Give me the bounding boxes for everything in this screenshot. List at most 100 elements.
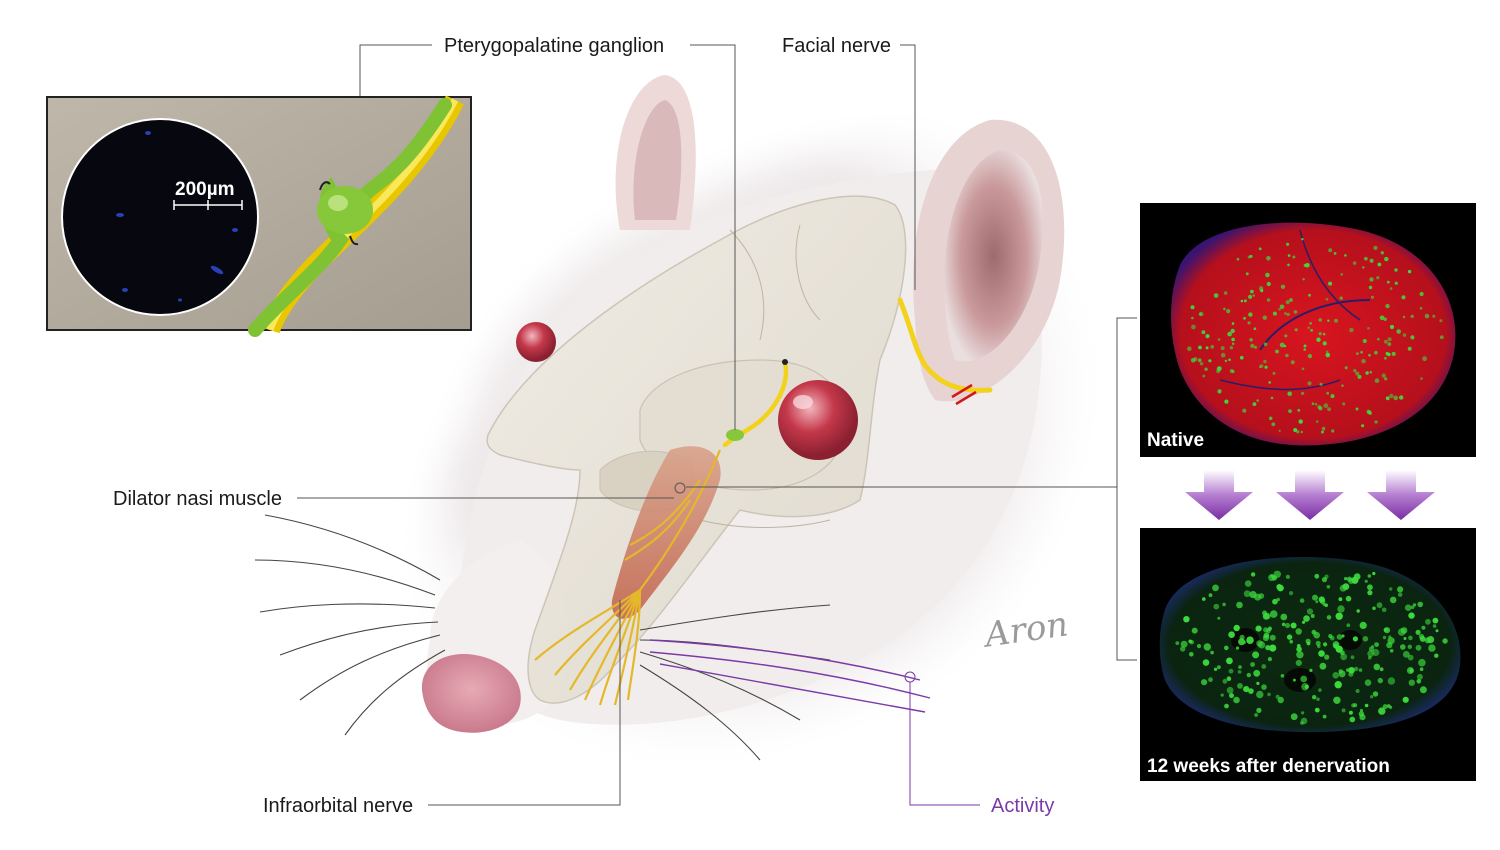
fluorescent-speck <box>1321 426 1326 431</box>
fluorescent-speck <box>1267 657 1272 662</box>
fluorescent-speck <box>1335 645 1343 653</box>
fluorescent-speck <box>1344 254 1347 257</box>
fluorescent-speck <box>1408 635 1413 641</box>
fluorescent-speck <box>1319 382 1323 386</box>
fluorescent-speck <box>1328 281 1333 286</box>
fluorescent-speck <box>1301 620 1306 624</box>
fluorescent-speck <box>1358 668 1363 672</box>
fluorescent-speck <box>1224 359 1228 363</box>
fluorescent-speck <box>1238 665 1242 669</box>
fluorescent-speck <box>1399 395 1404 400</box>
fluorescent-speck <box>1286 242 1290 246</box>
fluorescent-speck <box>1249 338 1253 342</box>
fluorescent-speck <box>1374 642 1379 647</box>
fluorescent-speck <box>1233 624 1240 632</box>
fluorescent-speck <box>1227 331 1232 337</box>
pterygopalatine-ganglion <box>726 429 744 441</box>
fluorescent-speck <box>1384 377 1388 381</box>
fluorescent-speck <box>1394 281 1398 285</box>
fluorescent-speck <box>1183 616 1190 623</box>
fluorescent-speck <box>1303 344 1307 348</box>
fluorescent-speck <box>1191 316 1194 320</box>
fluorescent-speck <box>1326 391 1330 395</box>
fluorescent-speck <box>1288 409 1292 413</box>
fluorescent-speck <box>1331 429 1335 433</box>
fluorescent-speck <box>1367 327 1370 330</box>
fluorescent-speck <box>1332 672 1339 679</box>
fluorescent-speck <box>1256 681 1260 686</box>
fluorescent-speck <box>1362 266 1365 269</box>
fluorescent-speck <box>1318 688 1322 692</box>
fluorescent-speck <box>1287 254 1291 257</box>
fluorescent-speck <box>1355 371 1360 376</box>
fluorescent-speck <box>1353 368 1357 373</box>
fluorescent-speck <box>1284 334 1288 338</box>
fluorescent-speck <box>1341 708 1346 713</box>
fluorescent-speck <box>1228 631 1235 638</box>
fluorescent-speck <box>1381 373 1386 378</box>
fluorescent-speck <box>1410 335 1415 340</box>
fluorescent-speck <box>1322 714 1327 719</box>
ganglion-tip <box>782 359 788 365</box>
fluorescent-speck <box>1307 354 1312 359</box>
fluorescent-speck <box>1383 356 1387 360</box>
fluorescent-speck <box>1383 627 1388 632</box>
fluorescent-speck <box>1216 369 1221 374</box>
fluorescent-speck <box>1252 402 1257 406</box>
fluorescent-speck <box>1300 430 1304 434</box>
fluorescent-speck <box>1324 654 1330 660</box>
fluorescent-speck <box>1189 640 1195 645</box>
fluorescent-speck <box>1403 637 1407 640</box>
fluorescent-speck <box>1377 262 1382 267</box>
fluorescent-speck <box>1256 707 1262 714</box>
fluorescent-speck <box>1367 590 1373 596</box>
fluorescent-speck <box>1359 714 1366 721</box>
fluorescent-speck <box>1301 391 1305 395</box>
fluorescent-speck <box>1378 707 1386 715</box>
fluorescent-speck <box>1335 612 1343 620</box>
fluorescent-speck <box>1342 402 1346 406</box>
fluorescent-speck <box>1391 351 1396 356</box>
fluorescent-speck <box>1259 364 1264 368</box>
fluorescent-speck <box>1352 261 1357 265</box>
fluorescent-speck <box>1256 399 1259 402</box>
fluorescent-speck <box>1355 407 1359 411</box>
fluorescent-speck <box>1345 668 1350 672</box>
fluorescent-speck <box>1371 295 1374 299</box>
fluorescent-speck <box>1338 597 1343 602</box>
fluorescent-speck <box>1265 645 1271 651</box>
infraorbital-nerve <box>534 449 722 706</box>
fluorescent-speck <box>1293 428 1298 432</box>
fluorescent-speck <box>1220 352 1226 358</box>
fluorescent-speck <box>1357 374 1362 379</box>
fluorescent-speck <box>1383 317 1387 321</box>
fluorescent-speck <box>1267 692 1271 697</box>
fluorescent-speck <box>1374 378 1380 384</box>
fluorescent-speck <box>1356 352 1359 355</box>
fluorescent-speck <box>1385 396 1390 401</box>
fluorescent-speck <box>1314 573 1320 579</box>
fluorescent-speck <box>1389 324 1395 330</box>
fluorescent-speck <box>1224 399 1229 404</box>
fluorescent-speck <box>1312 695 1317 700</box>
fluorescent-speck <box>1256 690 1264 699</box>
fluorescent-speck <box>1243 590 1251 598</box>
fluorescent-speck <box>1316 697 1320 701</box>
fluorescent-speck <box>1374 350 1378 355</box>
fluorescent-speck <box>1296 646 1302 652</box>
fluorescent-speck <box>1350 655 1355 660</box>
fluorescent-speck <box>1220 693 1224 697</box>
fluorescent-speck <box>1349 716 1356 723</box>
fluorescent-speck <box>1236 601 1243 609</box>
native-green-nuclei <box>1187 238 1444 434</box>
fluorescent-speck <box>1298 419 1303 424</box>
denervated-micrograph <box>1140 528 1476 781</box>
fluorescent-speck <box>1233 696 1240 704</box>
fluorescent-speck <box>1279 342 1285 348</box>
fluorescent-speck <box>1292 255 1296 259</box>
fluorescent-speck <box>1342 583 1350 590</box>
fluorescent-speck <box>1237 670 1242 674</box>
fluorescent-speck <box>1256 640 1263 647</box>
fluorescent-speck <box>1303 615 1310 622</box>
fluorescent-speck <box>1220 346 1225 351</box>
